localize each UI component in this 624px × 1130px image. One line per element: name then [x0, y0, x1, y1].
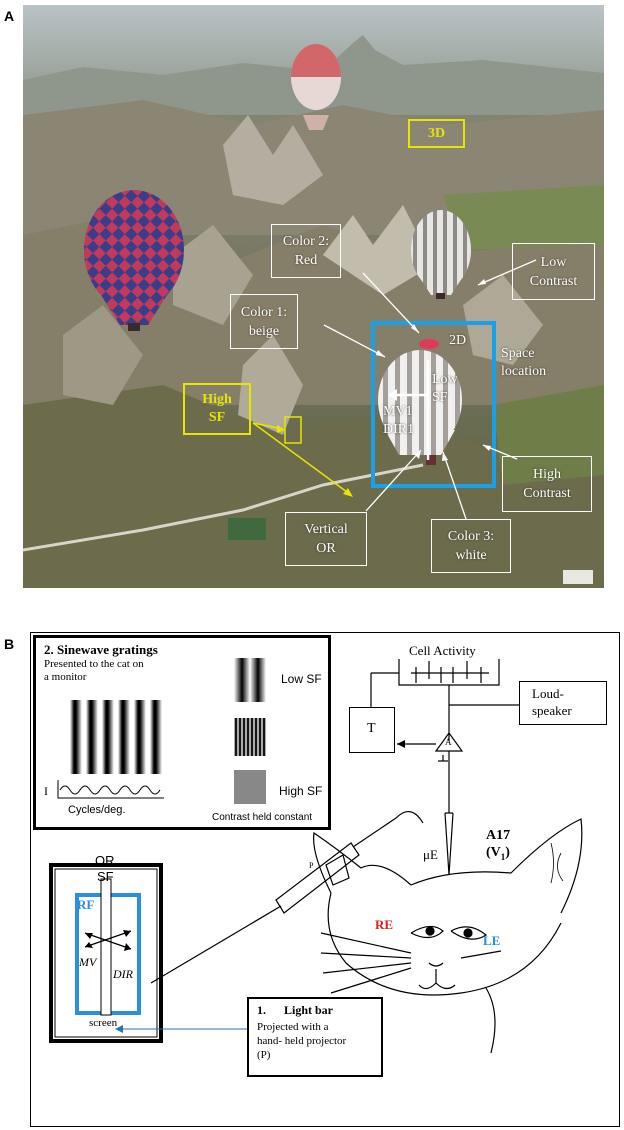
label-color3-line1: Color 3:: [447, 529, 495, 544]
grating-medium-sf: [234, 718, 266, 756]
gratings-box: 2. Sinewave gratings Presented to the ca…: [33, 635, 331, 830]
light-bar-box: 1. Light bar Projected with a hand- held…: [247, 997, 383, 1077]
experiment-diagram: 2. Sinewave gratings Presented to the ca…: [30, 632, 620, 1127]
label-low-sf-line2: SF: [432, 390, 448, 405]
loudspeaker-box: Loud- speaker: [519, 681, 607, 725]
label-color3-line2: white: [455, 548, 487, 563]
label-low-contrast: Low Contrast: [512, 243, 595, 300]
projector-label: P: [309, 861, 314, 870]
label-color1-beige: Color 1: beige: [230, 294, 298, 349]
amp-label: A: [445, 737, 452, 747]
light-bar-line1: Projected with a: [257, 1021, 329, 1033]
gratings-subtitle-1: Presented to the cat on: [44, 658, 144, 670]
mv-label: MV: [79, 955, 97, 969]
grating-low-sf: [234, 658, 266, 702]
label-vertical-or: Vertical OR: [285, 512, 367, 566]
grating-high-sf: [234, 770, 266, 804]
electrode-label: μE: [423, 847, 438, 862]
label-high-sf: High SF: [183, 383, 251, 435]
screen-label: screen: [89, 1017, 118, 1029]
label-color1-line2: beige: [248, 323, 280, 339]
label-low-sf: Low SF: [432, 371, 458, 407]
label-space-line1: Space: [501, 346, 535, 361]
loudspeaker-line2: speaker: [532, 703, 572, 718]
label-color2-red: Color 2: Red: [271, 224, 341, 278]
contrast-note: Contrast held constant: [212, 812, 313, 823]
le-label: LE: [483, 933, 501, 948]
area-label-close: ): [505, 845, 510, 860]
label-dir1: DIR1: [383, 422, 415, 437]
dir-label: DIR: [113, 967, 133, 981]
gratings-subtitle-2: a monitor: [44, 671, 87, 683]
diagram-lineart: [49, 659, 583, 1054]
cell-activity-label: Cell Activity: [409, 643, 476, 658]
re-label: RE: [375, 917, 394, 932]
label-2d: 2D: [449, 333, 467, 348]
sine-profile: [57, 780, 164, 799]
high-sf-label: High SF: [279, 784, 323, 798]
intensity-label: I: [44, 784, 48, 798]
gratings-title: 2. Sinewave gratings: [44, 642, 158, 657]
label-high-sf-line1: High: [202, 392, 232, 407]
panel-b-letter: B: [4, 636, 15, 652]
landscape-scene: [23, 5, 604, 588]
rf-label: RF: [77, 897, 95, 912]
light-bar-line2: hand- held projector: [257, 1035, 347, 1047]
area-label-sub: 1: [500, 851, 506, 862]
label-high-contrast: High Contrast: [502, 456, 592, 512]
label-color3-white: Color 3: white: [431, 519, 511, 573]
label-low-contrast-line2: Contrast: [529, 273, 578, 289]
label-space-location: Space location: [501, 345, 546, 381]
label-mv1: MV1: [383, 404, 413, 419]
cycles-label: Cycles/deg.: [68, 804, 126, 816]
label-vertical-or-line1: Vertical: [304, 522, 348, 537]
area-label-v: (V: [486, 845, 501, 860]
low-sf-label: Low SF: [281, 672, 322, 686]
t-label: T: [367, 721, 376, 736]
panel-a-letter: A: [4, 8, 15, 24]
light-bar-line3: (P): [257, 1049, 271, 1061]
label-high-contrast-line1: High: [533, 467, 561, 482]
loudspeaker-line1: Loud-: [532, 686, 564, 701]
area-label-line1: A17: [486, 828, 511, 843]
label-low-contrast-line1: Low: [540, 254, 567, 270]
or-label: OR: [95, 853, 115, 868]
label-3d-text: 3D: [427, 125, 446, 141]
label-3d: 3D: [408, 119, 465, 148]
label-mv1-dir1: MV1 DIR1: [383, 403, 414, 439]
label-color2-line1: Color 2:: [282, 234, 330, 249]
label-high-sf-line2: SF: [208, 410, 226, 425]
label-space-line2: location: [501, 364, 547, 379]
t-box: T: [349, 707, 395, 753]
balloon-photo: 3D Color 2: Red Low Contrast Color 1: be…: [23, 5, 604, 588]
label-vertical-or-line2: OR: [316, 541, 336, 556]
light-bar-title: 1. Light bar: [257, 1003, 334, 1017]
label-color1-line1: Color 1:: [240, 304, 288, 320]
label-low-sf-line1: Low: [432, 372, 458, 387]
label-high-contrast-line2: Contrast: [523, 486, 571, 501]
label-color2-line2: Red: [294, 253, 318, 268]
grating-main: [70, 700, 166, 774]
area-label: A17 (V1): [486, 827, 510, 866]
sf-label: SF: [97, 869, 114, 884]
area-label-line2: (V1): [486, 844, 510, 866]
